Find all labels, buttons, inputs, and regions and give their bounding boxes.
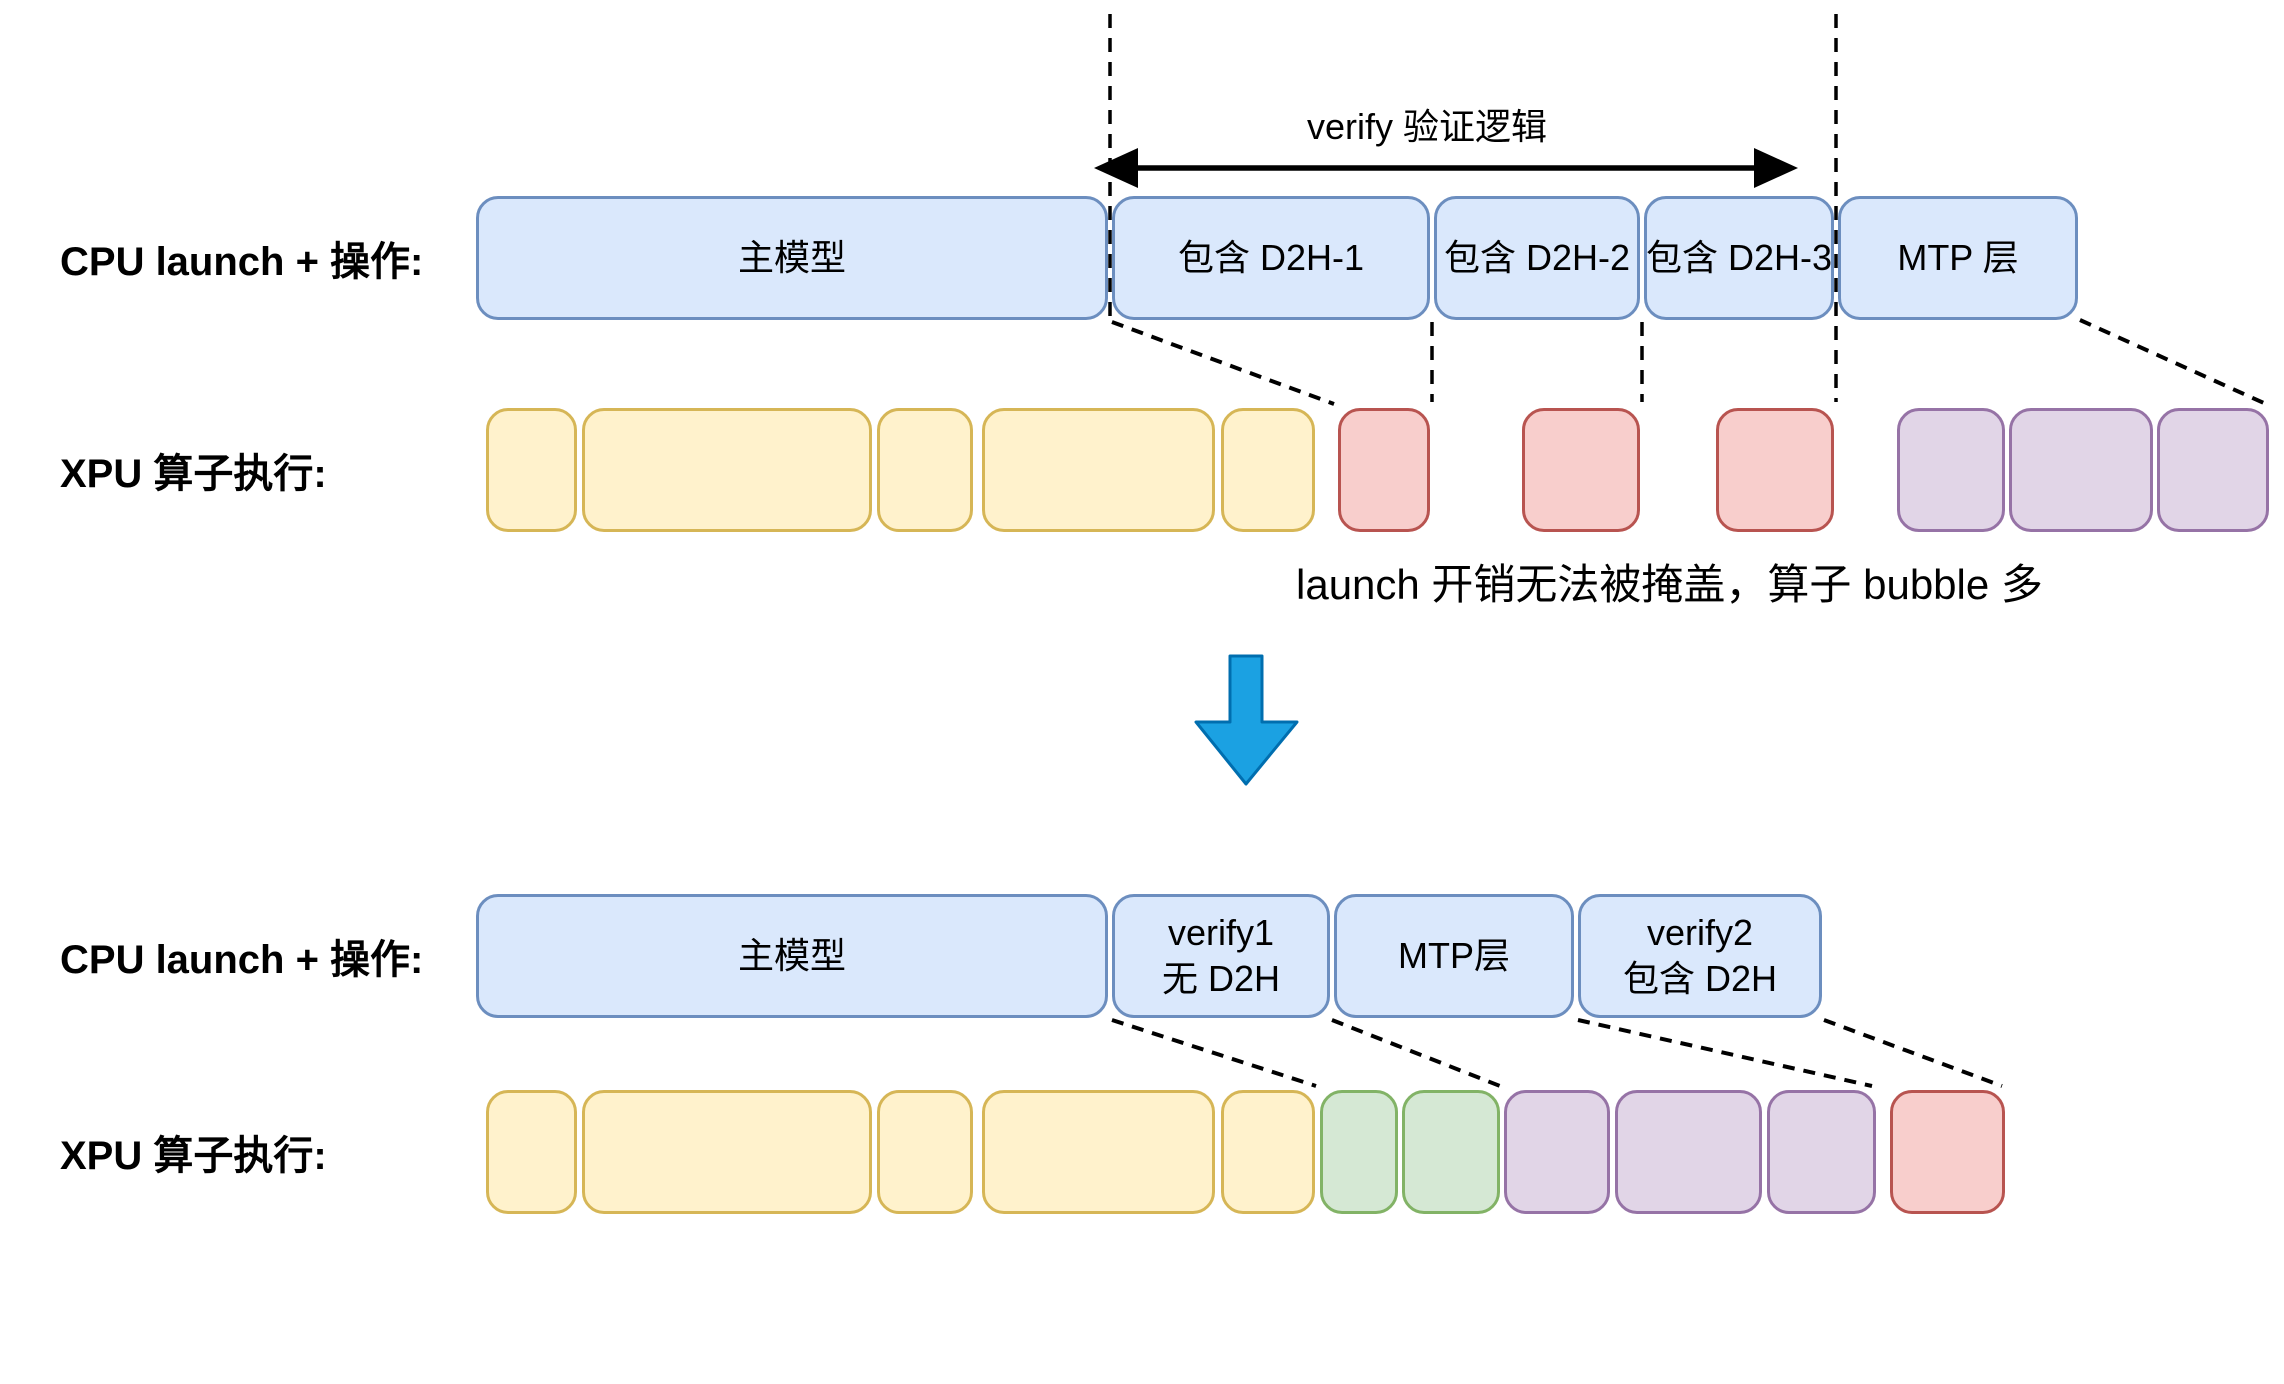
bubble-caption: launch 开销无法被掩盖，算子 bubble 多 [1296,561,2043,608]
top-xpu-main-op-5-box [1221,408,1315,532]
bottom-xpu-main-op-2-box [582,1090,872,1214]
top-xpu-mtp-op-3-box [2157,408,2269,532]
bottom-xpu-row [0,1090,2284,1214]
bottom-cpu-verify1-label: 无 D2H [1161,958,1281,999]
top-mtp-diagonal-dashed-line [2079,318,2267,406]
top-cpu-d2h-1-box: 包含 D2H-1 [1112,196,1430,320]
verify-range-arrowhead-left [1094,148,1138,188]
bottom-cpu-main-model-box: 主模型 [476,894,1108,1018]
bottom-cpu-verify1-label: verify1 [1167,911,1275,953]
bottom-cpu-mtp-layer-box: MTP层 [1334,894,1574,1018]
bottom-cpu-row: 主模型 verify1 无 D2H MTP层 verify2 包含 D2H [0,894,2284,1018]
top-cpu-row-label: CPU launch + 操作: [60,240,424,284]
bottom-cpu-verify2-label: verify2 [1646,911,1754,953]
top-cpu-d2h-3-box: 包含 D2H-3 [1644,196,1834,320]
top-xpu-row-label: XPU 算子执行: [60,452,327,496]
top-main-model-diagonal-dashed-line [1111,320,1335,406]
bottom-cpu-row-label: CPU launch + 操作: [60,938,424,982]
verify-range-arrow [1094,148,1798,188]
verify-range-arrowhead-right [1754,148,1798,188]
verify-logic-annotation: verify 验证逻辑 [1306,106,1547,147]
bottom-cpu-verify2-label: 包含 D2H [1622,958,1778,999]
top-cpu-mtp-layer-box: MTP 层 [1838,196,2078,320]
bottom-mtp-diagonal-dashed-line [1577,1018,1873,1088]
top-cpu-main-model-label: 主模型 [737,236,846,278]
top-xpu-d2h-op-2-box [1522,408,1640,532]
top-xpu-row [0,408,2284,532]
bottom-xpu-mtp-op-1-box [1504,1090,1610,1214]
top-cpu-d2h-3-label: 包含 D2H-3 [1645,236,1833,278]
bottom-xpu-verify1-op-2-box [1402,1090,1500,1214]
top-cpu-d2h-2-box: 包含 D2H-2 [1434,196,1640,320]
bottom-xpu-mtp-op-3-box [1767,1090,1876,1214]
bottom-verify2-diagonal-dashed-line [1823,1018,2003,1088]
bottom-xpu-mtp-op-2-box [1615,1090,1762,1214]
top-xpu-mtp-op-2-box [2009,408,2153,532]
bottom-xpu-d2h-op-box [1890,1090,2005,1214]
bottom-xpu-row-label: XPU 算子执行: [60,1134,327,1178]
bottom-xpu-main-op-4-box [982,1090,1215,1214]
top-cpu-d2h-2-label: 包含 D2H-2 [1443,236,1631,278]
top-cpu-d2h-1-label: 包含 D2H-1 [1177,236,1365,278]
bottom-main-model-diagonal-dashed-line [1111,1018,1317,1088]
bottom-cpu-main-model-label: 主模型 [737,934,846,976]
top-xpu-d2h-op-3-box [1716,408,1834,532]
top-xpu-main-op-1-box [486,408,577,532]
bottom-xpu-verify1-op-1-box [1320,1090,1398,1214]
bottom-cpu-verify1-box: verify1 无 D2H [1112,894,1330,1018]
top-cpu-row: 主模型 包含 D2H-1 包含 D2H-2 包含 D2H-3 MTP 层 [0,196,2284,320]
bottom-cpu-verify2-box: verify2 包含 D2H [1578,894,1822,1018]
top-xpu-main-op-3-box [877,408,973,532]
top-xpu-mtp-op-1-box [1897,408,2005,532]
top-cpu-mtp-layer-label: MTP 层 [1897,236,2019,278]
top-cpu-main-model-box: 主模型 [476,196,1108,320]
bottom-cpu-mtp-layer-label: MTP层 [1398,934,1510,976]
top-xpu-main-op-2-box [582,408,872,532]
bottom-verify1-diagonal-dashed-line [1331,1018,1501,1088]
bottom-xpu-main-op-1-box [486,1090,577,1214]
bottom-xpu-main-op-5-box [1221,1090,1315,1214]
improvement-down-arrow [1194,654,1299,786]
bottom-xpu-main-op-3-box [877,1090,973,1214]
top-xpu-d2h-op-1-box [1338,408,1430,532]
top-xpu-main-op-4-box [982,408,1215,532]
